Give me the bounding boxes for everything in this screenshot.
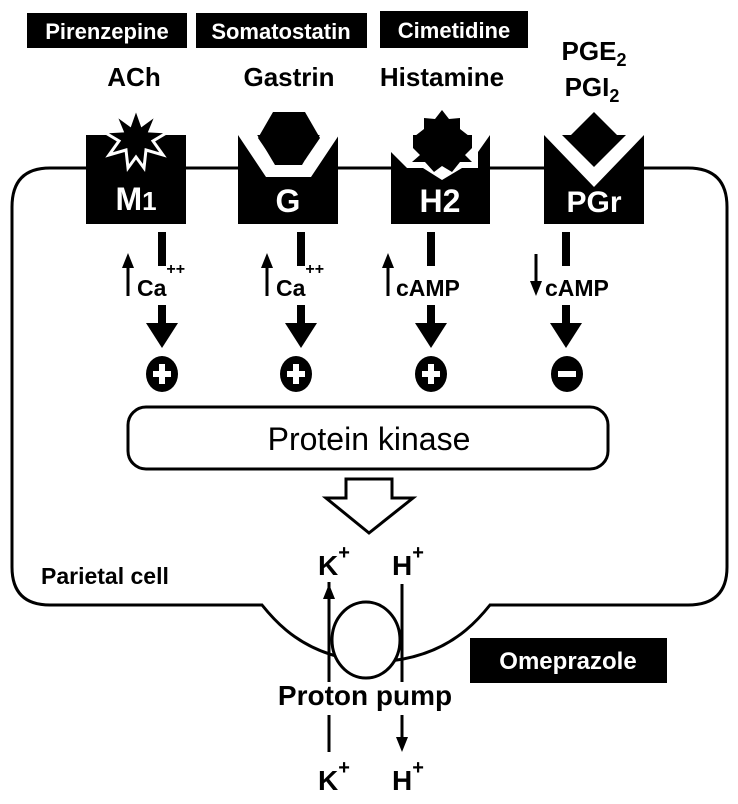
- ligand-ach: ACh: [107, 62, 160, 92]
- ion-h-bottom: H+: [392, 757, 424, 796]
- down-arrow-icon: [146, 305, 178, 348]
- prostaglandin-diamond-icon: [571, 112, 617, 158]
- inhibitor-pirenzepine: Pirenzepine: [27, 13, 187, 48]
- svg-text:Pirenzepine: Pirenzepine: [45, 19, 168, 44]
- up-arrow-icon: [122, 253, 134, 296]
- messenger-camp-pgr: cAMP: [545, 275, 609, 301]
- open-down-arrow-icon: [321, 477, 418, 535]
- messenger-ca-m1: Ca++: [137, 261, 185, 301]
- down-arrow-icon: [550, 305, 582, 348]
- ligand-pge2: PGE2: [562, 36, 627, 70]
- down-arrow-icon: [285, 305, 317, 348]
- up-arrow-icon: [261, 253, 273, 296]
- svg-text:Protein kinase: Protein kinase: [268, 421, 471, 457]
- down-arrow-icon: [530, 254, 542, 296]
- minus-icon: [551, 356, 583, 392]
- parietal-cell-label: Parietal cell: [41, 563, 169, 589]
- plus-icon: [280, 356, 312, 392]
- svg-text:Omeprazole: Omeprazole: [499, 648, 636, 675]
- gastrin-hexagon-icon: [258, 112, 320, 160]
- ligand-pgi2: PGI2: [565, 72, 620, 106]
- svg-text:M1: M1: [115, 181, 156, 217]
- plus-icon: [146, 356, 178, 392]
- receptor-gastrin: G: [238, 112, 339, 224]
- ach-star-icon: [99, 103, 173, 173]
- ion-k-top: K+: [318, 542, 350, 581]
- inhibitor-omeprazole: Omeprazole: [470, 638, 667, 683]
- ligand-gastrin: Gastrin: [243, 62, 334, 92]
- svg-text:Cimetidine: Cimetidine: [398, 18, 510, 43]
- receptor-h2: H2: [391, 110, 490, 224]
- svg-text:G: G: [276, 183, 301, 219]
- up-arrow-icon: [382, 253, 394, 296]
- signal-stem-m1: [158, 232, 166, 266]
- inhibitor-somatostatin: Somatostatin: [196, 13, 367, 48]
- receptor-m1: M1: [86, 103, 186, 224]
- proton-pump-icon: [330, 600, 402, 680]
- ion-k-bottom: K+: [318, 757, 350, 796]
- histamine-octagram-icon: [415, 110, 469, 162]
- messenger-ca-g: Ca++: [276, 261, 324, 301]
- plus-icon: [415, 356, 447, 392]
- signal-stem-pgr: [562, 232, 570, 266]
- svg-text:PGr: PGr: [566, 186, 621, 219]
- svg-text:H2: H2: [420, 183, 461, 219]
- svg-text:Somatostatin: Somatostatin: [211, 19, 350, 44]
- down-arrow-icon: [415, 305, 447, 348]
- proton-pump-label: Proton pump: [278, 680, 452, 711]
- down-arrow-icon: [396, 737, 408, 752]
- messenger-camp-h2: cAMP: [396, 275, 460, 301]
- inhibitor-cimetidine: Cimetidine: [380, 11, 528, 48]
- signal-stem-g: [297, 232, 305, 266]
- receptor-pgr: PGr: [544, 112, 644, 224]
- ligand-histamine: Histamine: [380, 62, 504, 92]
- protein-kinase-box: Protein kinase: [126, 405, 610, 471]
- ion-h-top: H+: [392, 542, 424, 581]
- up-arrow-icon: [323, 584, 335, 599]
- signal-stem-h2: [427, 232, 435, 266]
